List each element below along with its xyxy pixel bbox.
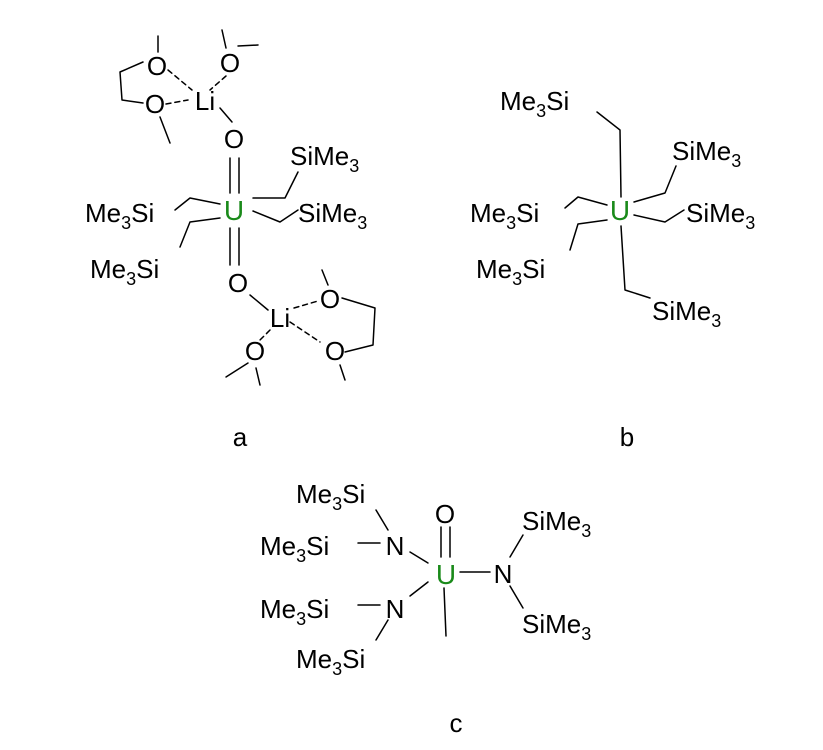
- ether-oxygen-3-a: O: [145, 89, 165, 119]
- simet3-label-right-b: SiMe3: [686, 198, 755, 233]
- me3si-label-left-b: Me3Si: [470, 198, 539, 233]
- simet3-label-upper-right-b: SiMe3: [672, 136, 741, 171]
- lithium-top-a: Li: [195, 86, 215, 116]
- structure-c-bonds: [357, 509, 524, 641]
- uranium-atom-a: U: [224, 195, 244, 226]
- me3si-label-top-left-b: Me3Si: [500, 86, 569, 121]
- me3si-label-1-c: Me3Si: [296, 479, 365, 514]
- simet3-label-bottom-b: SiMe3: [652, 296, 721, 331]
- simet3-label-5-c: SiMe3: [522, 506, 591, 541]
- structure-c: U O N N N Me3Si Me3Si Me3Si Me3Si SiMe3 …: [260, 479, 591, 738]
- me3si-label-lower-left-b: Me3Si: [476, 254, 545, 289]
- uranium-atom-c: U: [436, 559, 456, 590]
- ether-oxygen-6-a: O: [245, 336, 265, 366]
- caption-c: c: [450, 708, 463, 738]
- nitrogen-lower-c: N: [386, 594, 405, 624]
- me3si-label-lower-left-a: Me3Si: [90, 254, 159, 289]
- nitrogen-right-c: N: [494, 559, 513, 589]
- ether-oxygen-2-a: O: [220, 48, 240, 78]
- me3si-label-2-c: Me3Si: [260, 531, 329, 566]
- ether-oxygen-4-a: O: [320, 284, 340, 314]
- ether-oxygen-5-a: O: [325, 336, 345, 366]
- simet3-label-6-c: SiMe3: [522, 609, 591, 644]
- oxo-oxygen-bottom-a: O: [228, 268, 248, 298]
- me3si-label-3-c: Me3Si: [260, 594, 329, 629]
- ether-oxygen-1-a: O: [147, 51, 167, 81]
- nitrogen-upper-c: N: [386, 531, 405, 561]
- me3si-label-4-c: Me3Si: [296, 644, 365, 679]
- me3si-label-left-a: Me3Si: [85, 198, 154, 233]
- uranium-atom-b: U: [610, 195, 630, 226]
- simet3-label-upper-right-a: SiMe3: [290, 141, 359, 176]
- caption-a: a: [233, 422, 248, 452]
- structure-b: U Me3Si SiMe3 SiMe3 Me3Si Me3Si SiMe3 b: [470, 86, 755, 452]
- simet3-label-right-a: SiMe3: [298, 198, 367, 233]
- lithium-bottom-a: Li: [270, 303, 290, 333]
- structure-a: U O O Li Li O O O O O O SiMe3 SiMe3 Me3S…: [85, 29, 376, 452]
- oxo-oxygen-top-a: O: [224, 124, 244, 154]
- caption-b: b: [620, 422, 634, 452]
- structure-b-bonds: [564, 111, 685, 299]
- structure-a-bonds: [119, 29, 376, 386]
- oxo-oxygen-c: O: [435, 499, 455, 529]
